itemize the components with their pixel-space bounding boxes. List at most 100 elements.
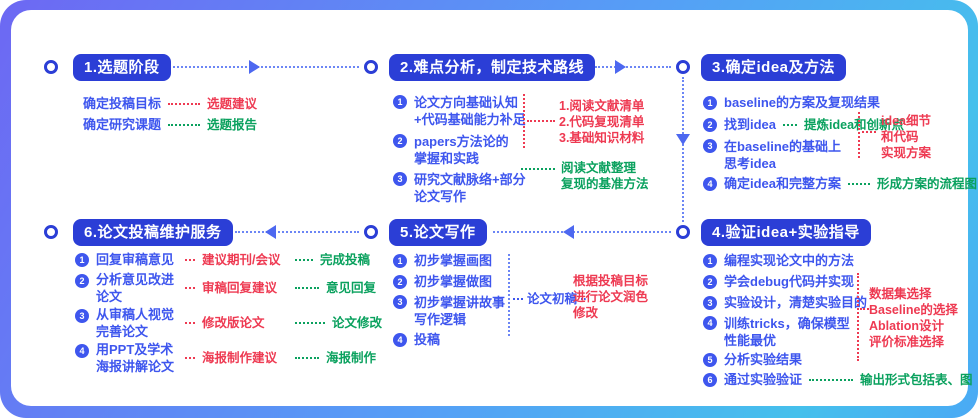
- stage5-item: 1 初步掌握画图: [393, 252, 492, 269]
- item-label: 初步掌握做图: [414, 274, 493, 289]
- stage4-item: 3 实验设计，清楚实验目的: [703, 294, 867, 311]
- item-number: 2: [703, 275, 717, 289]
- stage6-item: 2 分析意见改进 论文 审稿回复建议 意见回复: [75, 271, 376, 305]
- dotted-link-icon: [581, 298, 587, 300]
- dotted-link-icon: [295, 322, 325, 324]
- item-label: 找到idea: [724, 117, 777, 132]
- deliverable-label: 输出形式包括表、图: [860, 372, 973, 387]
- item-number: 1: [703, 96, 717, 110]
- dotted-link-icon: [862, 131, 876, 133]
- dotted-link-icon: [168, 123, 201, 126]
- item-number: 2: [393, 134, 407, 148]
- stage5-item: 2 初步掌握做图: [393, 273, 492, 290]
- deliverable-label: 修改版论文: [202, 316, 265, 330]
- item-number: 6: [703, 373, 717, 387]
- dotted-link-icon: [295, 357, 319, 359]
- item-number: 2: [703, 118, 717, 132]
- stage2-marker-icon: [364, 60, 378, 74]
- deliverable-label: 提炼idea和创新点: [804, 117, 905, 132]
- deliverable-label: 论文初稿: [527, 292, 578, 306]
- arrow-left-icon: [265, 225, 276, 239]
- deliverable-label: 海报制作: [326, 351, 377, 365]
- stage1-badge: 1.选题阶段: [73, 54, 171, 81]
- item-number: 3: [703, 296, 717, 310]
- item-label: baseline的方案及复现结果: [724, 95, 881, 110]
- stage6-item: 3 从审稿人视觉 完善论文 修改版论文 论文修改: [75, 306, 382, 340]
- content-card: 1.选题阶段 确定投稿目标 选题建议 确定研究课题 选题报告 2.难点分析，制定…: [11, 10, 977, 406]
- stage2-item: 1 论文方向基础认知 +代码基础能力补足: [393, 94, 526, 128]
- stage3-item: 2 找到idea 提炼idea和创新点: [703, 116, 904, 133]
- stage5-draft-note: 论文初稿: [513, 291, 587, 307]
- dotted-link-icon: [848, 182, 871, 185]
- item-label: 论文方向基础认知 +代码基础能力补足: [414, 95, 526, 127]
- stage2-item: 3 研究文献脉络+部分 论文写作: [393, 171, 526, 205]
- dotted-link-icon: [295, 287, 319, 289]
- dotted-link-icon: [860, 308, 869, 310]
- connector-stage2-stage3: [595, 66, 671, 68]
- item-label: 投稿: [414, 332, 441, 347]
- red-bracket-line: [857, 273, 859, 361]
- stage6-item: 1 回复审稿意见 建议期刊/会议 完成投稿: [75, 251, 370, 268]
- item-number: 3: [393, 172, 407, 186]
- red-bracket-line: [858, 112, 860, 158]
- stage6-badge: 6.论文投稿维护服务: [73, 219, 233, 246]
- red-bracket-line: [523, 94, 525, 148]
- item-label: 在baseline的基础上 思考idea: [724, 139, 842, 171]
- item-label: 确定研究课题: [83, 117, 162, 132]
- item-number: 3: [703, 139, 717, 153]
- item-number: 4: [75, 344, 89, 358]
- item-label: papers方法论的 掌握和实践: [414, 134, 509, 166]
- item-label: 从审稿人视觉 完善论文: [96, 307, 175, 339]
- item-number: 1: [703, 254, 717, 268]
- stage4-item: 5 分析实验结果: [703, 351, 802, 368]
- stage3-badge: 3.确定idea及方法: [701, 54, 847, 81]
- item-number: 5: [703, 353, 717, 367]
- item-label: 用PPT及学术 海报讲解论文: [96, 342, 175, 374]
- deliverable-label: 论文修改: [332, 316, 383, 330]
- dotted-link-icon: [527, 120, 555, 122]
- stage2-green-deliverables: 阅读文献整理 复现的基准方法: [561, 161, 649, 191]
- stage3-red-deliverables: idea细节 和代码 实现方案: [881, 114, 932, 160]
- stage4-red-deliverables: 数据集选择 Baseline的选择 Ablation设计 评价标准选择: [869, 287, 958, 349]
- item-label: 初步掌握画图: [414, 253, 493, 268]
- arrow-right-icon: [615, 60, 626, 74]
- dotted-link-icon: [185, 287, 195, 289]
- arrow-left-icon: [563, 225, 574, 239]
- deliverable-label: 审稿回复建议: [202, 281, 278, 295]
- item-number: 1: [393, 254, 407, 268]
- arrow-right-icon: [249, 60, 260, 74]
- arrow-down-icon: [676, 134, 690, 145]
- dotted-link-icon: [809, 378, 854, 381]
- stage1-item: 确定投稿目标 选题建议: [83, 95, 257, 112]
- dotted-link-icon: [185, 357, 195, 359]
- deliverable-label: 完成投稿: [320, 252, 371, 267]
- item-number: 3: [75, 309, 89, 323]
- deliverable-label: 选题报告: [207, 117, 258, 132]
- stage5-item: 3 初步掌握讲故事 写作逻辑: [393, 294, 505, 328]
- stage4-badge: 4.验证idea+实验指导: [701, 219, 871, 246]
- dotted-link-icon: [513, 298, 523, 300]
- stage4-item: 1 编程实现论文中的方法: [703, 252, 854, 269]
- connector-stage1-stage2: [166, 66, 359, 68]
- item-number: 4: [393, 333, 407, 347]
- stage5-badge: 5.论文写作: [389, 219, 487, 246]
- item-number: 1: [393, 95, 407, 109]
- stage4-marker-icon: [676, 225, 690, 239]
- item-number: 2: [75, 274, 89, 288]
- item-number: 4: [703, 177, 717, 191]
- stage4-item: 2 学会debug代码并实现: [703, 273, 854, 290]
- stage3-item: 4 确定idea和完整方案 形成方案的流程图: [703, 175, 977, 192]
- dotted-link-icon: [783, 123, 798, 126]
- dotted-link-icon: [185, 322, 195, 324]
- stage3-item: 1 baseline的方案及复现结果: [703, 94, 880, 111]
- item-label: 分析意见改进 论文: [96, 272, 175, 304]
- dotted-link-icon: [185, 258, 195, 261]
- stage6-item: 4 用PPT及学术 海报讲解论文 海报制作建议 海报制作: [75, 341, 376, 375]
- item-label: 分析实验结果: [724, 352, 803, 367]
- stage5-item: 4 投稿: [393, 331, 440, 348]
- blue-bracket-line: [508, 254, 510, 336]
- item-label: 学会debug代码并实现: [724, 274, 854, 289]
- deliverable-label: 选题建议: [207, 96, 258, 111]
- item-label: 编程实现论文中的方法: [724, 253, 855, 268]
